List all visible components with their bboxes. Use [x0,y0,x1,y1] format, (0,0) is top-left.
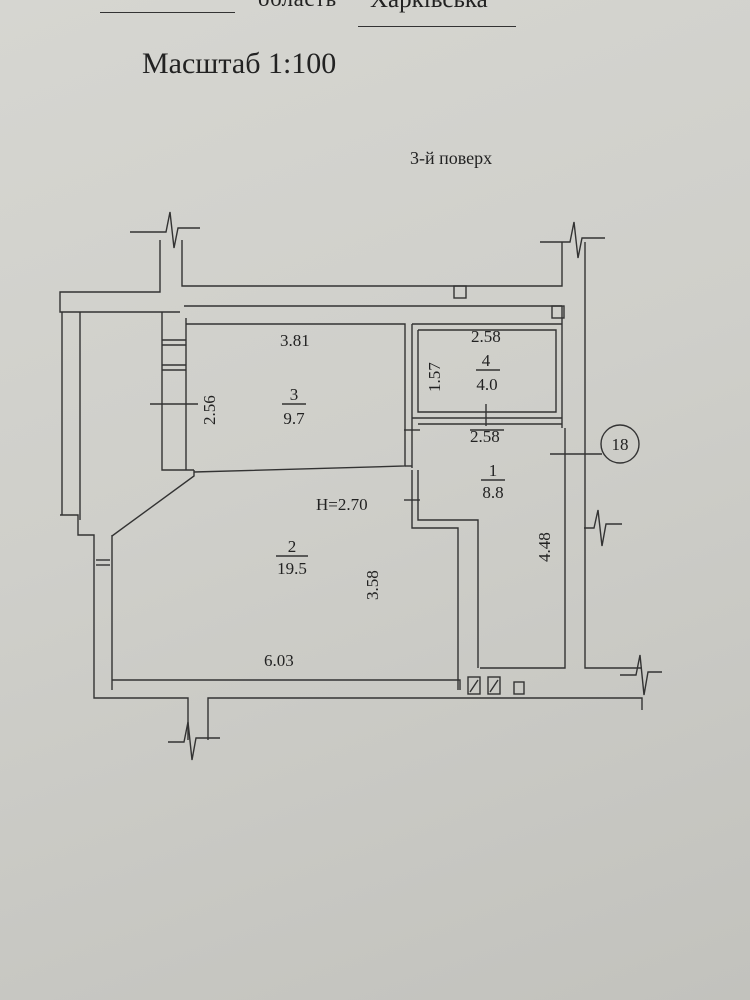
apartment-number: 18 [612,435,629,454]
room1-area: 8.8 [482,483,503,502]
header-underline-right [358,26,516,27]
region-label: область [258,0,337,12]
header-underline-left [100,12,235,13]
room1-number: 1 [489,461,498,480]
room2-width-dim: 6.03 [264,651,294,670]
room1-width-dim: 2.58 [470,427,500,446]
region-value: Харківська [370,0,488,14]
room4-height-dim: 1.57 [425,362,444,392]
apartment-number-circle [600,424,640,464]
room3-area: 9.7 [283,409,305,428]
room3-width-dim: 3.81 [280,331,310,350]
room3-height-dim: 2.56 [200,395,219,425]
room2-height-dim: 3.58 [363,570,382,600]
outer-walls [59,240,643,740]
scale-label: Масштаб 1:100 [142,47,337,80]
room4-width-dim: 2.58 [471,327,501,346]
floor-label: 3-й поверх [410,148,493,168]
room4-number: 4 [482,351,491,370]
interior-walls [186,323,562,690]
room4-area: 4.0 [476,375,497,394]
ceiling-height: H=2.70 [316,495,368,514]
room3-number: 3 [290,385,299,404]
dimension-ticks [150,403,602,501]
break-lines [130,211,662,761]
room2-area: 19.5 [277,559,307,578]
room1-height-dim: 4.48 [535,532,554,562]
room2-number: 2 [288,537,297,556]
